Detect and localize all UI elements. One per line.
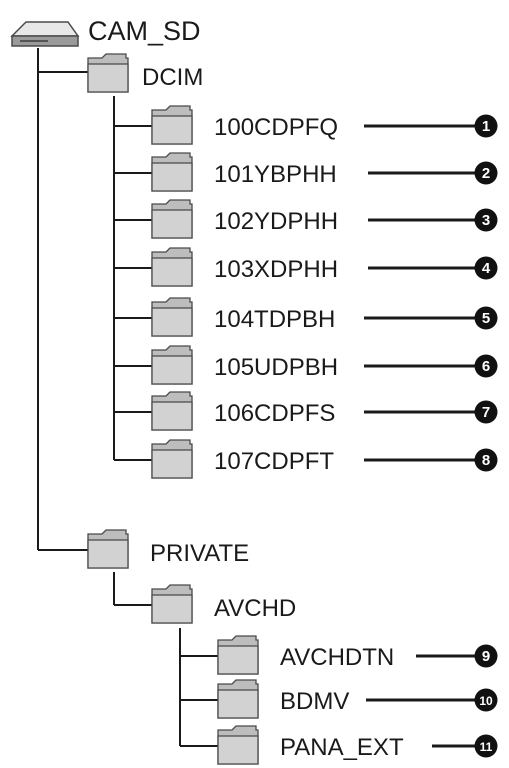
callout-leaders	[364, 124, 476, 748]
callout-number: 3	[482, 212, 490, 229]
callout-number: 2	[482, 165, 490, 182]
dcim-subfolders: 100CDPFQ 1 101YBPHH 2 102YDPHH 3 103XDPHH 4 104T…	[151, 105, 498, 479]
sd-card-icon	[10, 21, 80, 47]
subfolder-label: 102YDPHH	[214, 208, 338, 235]
callout-number: 6	[482, 358, 490, 375]
callout-number: 10	[479, 694, 493, 708]
private-folder-label: PRIVATE	[150, 540, 249, 567]
folder-icon	[151, 584, 193, 624]
callout-badge: 10	[474, 688, 498, 712]
subfolder-label: 107CDPFT	[214, 448, 334, 475]
subfolder-label: 100CDPFQ	[214, 114, 338, 141]
callout-badge: 11	[474, 734, 498, 758]
folder-icon	[151, 345, 193, 385]
folder-icon	[151, 439, 193, 479]
folder-icon	[87, 529, 129, 569]
callout-badge: 1	[474, 114, 498, 138]
subfolder-label: PANA_EXT	[280, 734, 404, 761]
subfolder-label: 101YBPHH	[214, 161, 337, 188]
callout-number: 8	[482, 452, 490, 469]
callout-badge: 8	[474, 448, 498, 472]
avchd-folder-label: AVCHD	[214, 595, 296, 622]
subfolder-label: 104TDPBH	[214, 306, 335, 333]
folder-icon	[151, 199, 193, 239]
dcim-folder-label: DCIM	[142, 64, 203, 91]
folder-icon	[217, 725, 259, 765]
subfolder-label: 103XDPHH	[214, 256, 338, 283]
callout-badge: 2	[474, 161, 498, 185]
callout-badge: 3	[474, 208, 498, 232]
root-label: CAM_SD	[88, 16, 201, 46]
subfolder-label: 105UDPBH	[214, 354, 338, 381]
callout-badge: 7	[474, 400, 498, 424]
folder-icon	[217, 679, 259, 719]
folder-icon	[151, 297, 193, 337]
folder-icon	[87, 53, 129, 93]
callout-number: 9	[482, 648, 490, 665]
callout-badge: 4	[474, 256, 498, 280]
callout-number: 11	[480, 740, 493, 754]
folder-icon	[217, 635, 259, 675]
folder-icon	[151, 105, 193, 145]
subfolder-label: BDMV	[280, 688, 349, 715]
callout-number: 7	[482, 404, 490, 421]
callout-number: 1	[482, 118, 490, 135]
callout-badge: 9	[474, 644, 498, 668]
callout-number: 4	[482, 260, 491, 277]
subfolder-label: 106CDPFS	[214, 400, 335, 427]
subfolder-label: AVCHDTN	[280, 644, 394, 671]
folder-icon	[151, 391, 193, 431]
callout-badge: 6	[474, 354, 498, 378]
callout-badge: 5	[474, 306, 498, 330]
folder-icon	[151, 152, 193, 192]
folder-icon	[151, 247, 193, 287]
tree-connectors	[37, 48, 218, 747]
callout-number: 5	[482, 310, 490, 327]
